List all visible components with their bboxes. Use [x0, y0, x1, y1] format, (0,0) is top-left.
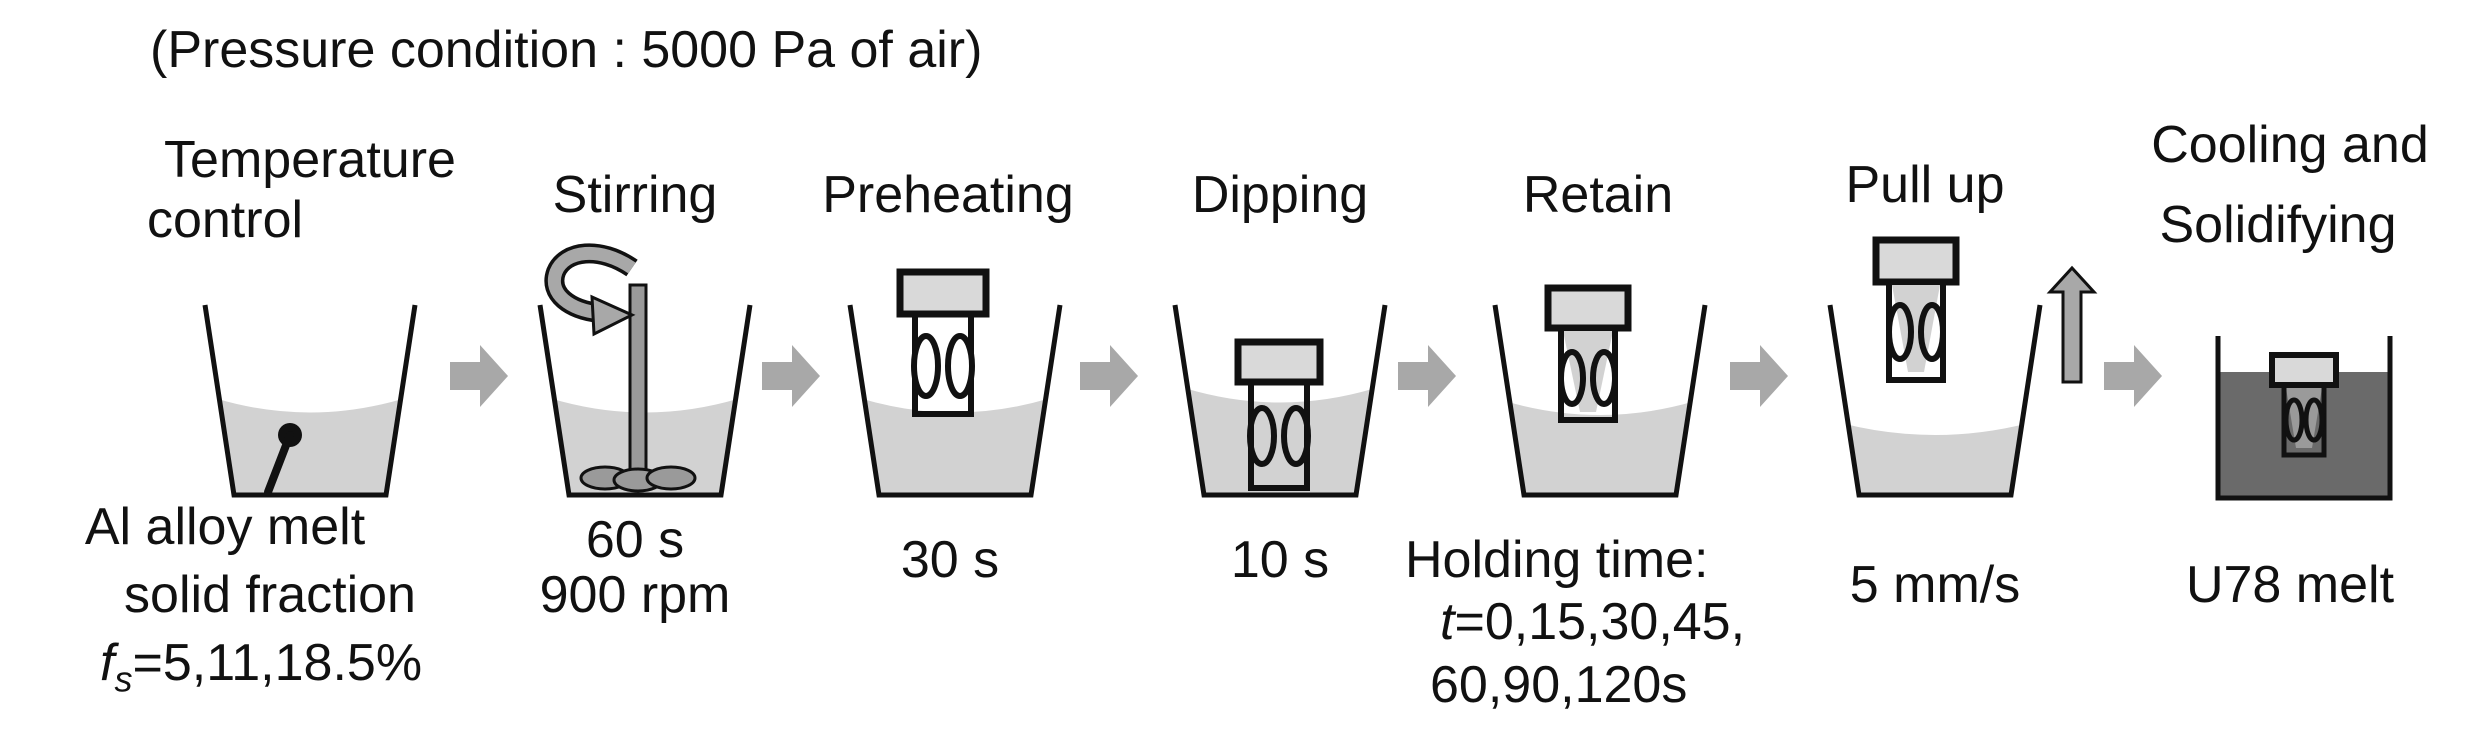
step-arrow-4 [1398, 345, 1456, 407]
step-note-fraction-values: fs=5,11,18.5% [100, 634, 423, 700]
step-arrow-5 [1730, 345, 1788, 407]
step-arrow-3 [1080, 345, 1138, 407]
step-note-stir-speed: 900 rpm [539, 566, 731, 624]
crucible-dipping [1172, 304, 1388, 498]
step-note-melt-type: U78 melt [2185, 556, 2395, 614]
step-title-retain: Retain [1522, 166, 1674, 224]
crucible-temperature [202, 304, 418, 498]
step-note-holding-values-1: t=0,15,30,45, [1440, 593, 1746, 651]
mold-cooling [2269, 352, 2339, 458]
mold-retain [1544, 284, 1632, 423]
step-title-temperature-line1: Temperature [164, 131, 456, 189]
step-arrow-6 [2104, 345, 2162, 407]
step-note-alloy-melt: Al alloy melt [84, 498, 366, 556]
step-title-stirring: Stirring [552, 166, 718, 224]
thermocouple-icon [264, 423, 302, 496]
step-title-temperature-line2: control [146, 191, 304, 249]
stirrer-icon [579, 283, 697, 493]
step-title-cooling-line1: Cooling and [2151, 116, 2429, 174]
step-title-cooling-line2: Solidifying [2159, 196, 2397, 254]
step-arrow-2 [762, 345, 820, 407]
up-arrow-icon [2046, 265, 2098, 384]
step-arrow-1 [450, 345, 508, 407]
pressure-condition: (Pressure condition : 5000 Pa of air) [150, 21, 983, 79]
crucible-pull-up [1827, 304, 2043, 498]
step-title-preheating: Preheating [822, 166, 1074, 224]
step-note-stir-time: 60 s [585, 511, 685, 569]
step-note-solid-fraction: solid fraction [124, 566, 416, 624]
step-note-preheat-time: 30 s [900, 531, 1000, 589]
step-note-dip-time: 10 s [1230, 531, 1330, 589]
step-title-pull-up: Pull up [1845, 156, 2005, 214]
step-note-holding-time: Holding time: [1405, 531, 1709, 589]
mold-dipping [1234, 338, 1324, 491]
mold-pull-up [1872, 236, 1960, 383]
rotation-arrow-icon [544, 243, 638, 337]
crucible-retain [1492, 304, 1708, 498]
step-note-holding-values-2: 60,90,120s [1430, 656, 1688, 714]
step-note-pull-speed: 5 mm/s [1849, 556, 2021, 614]
mold-preheating [896, 268, 990, 417]
crucible-preheating [847, 304, 1063, 498]
step-title-dipping: Dipping [1191, 166, 1369, 224]
